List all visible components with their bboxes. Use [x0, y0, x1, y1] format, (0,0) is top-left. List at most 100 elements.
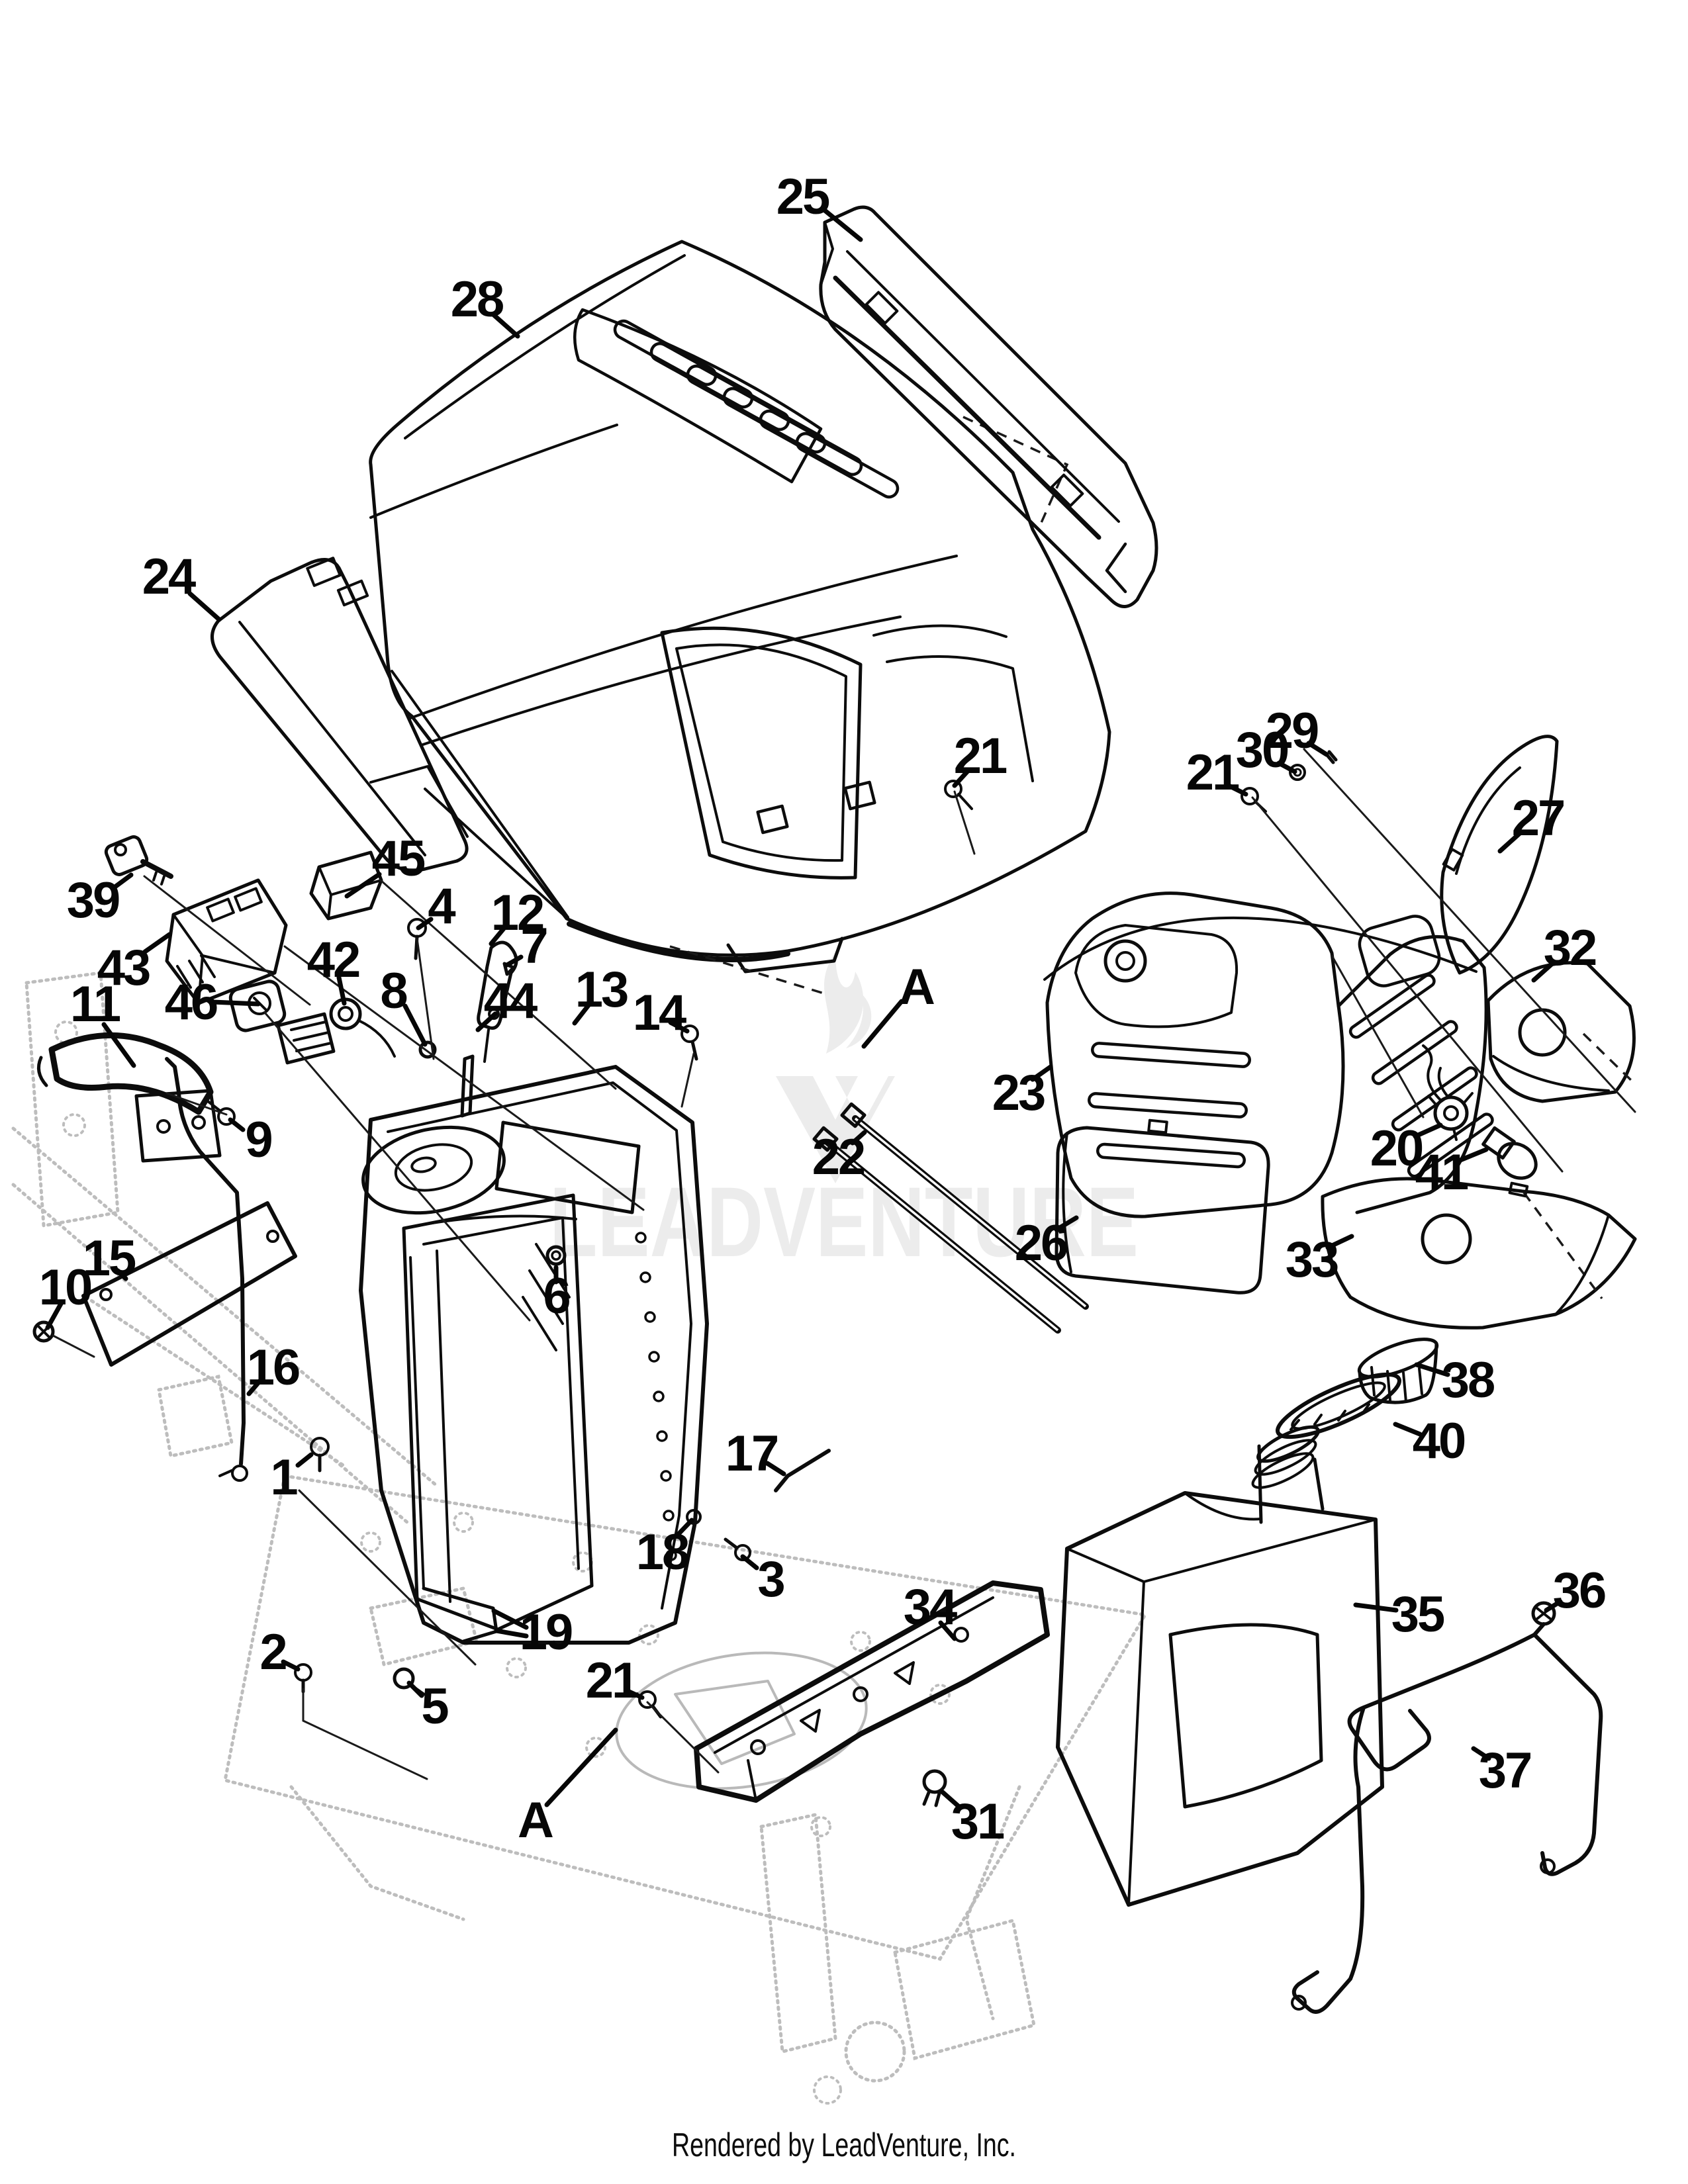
callout-label-4: 4 [428, 878, 455, 934]
headlight-shield-right [1486, 961, 1636, 1103]
wire-form [1291, 1622, 1603, 2014]
watermark-v-icon [776, 1076, 895, 1183]
bulb [1481, 1126, 1538, 1180]
callout-leader-33 [1325, 1234, 1354, 1250]
bulb-socket [1422, 1044, 1474, 1141]
headlight-lens [1055, 1118, 1270, 1295]
fuel-cap [1357, 1338, 1439, 1404]
dash-cap [309, 850, 383, 921]
callout-label-40: 40 [1413, 1413, 1465, 1469]
callout-leader-36 [1544, 1599, 1563, 1613]
callout-label-30: 30 [1236, 722, 1288, 778]
callout-label-26: 26 [1015, 1215, 1067, 1271]
callout-label-21: 21 [1186, 745, 1239, 801]
bolt-1 [310, 1437, 330, 1473]
flame-icon [824, 952, 872, 1054]
callout-leader-8 [402, 1003, 428, 1047]
fuel-cap-ring [1276, 1372, 1401, 1439]
callout-leader-14 [668, 1020, 690, 1034]
throttle-lever [477, 940, 518, 1063]
callout-leader-13 [572, 1003, 591, 1026]
callout-leader-42 [336, 975, 347, 1006]
callout-leader-16 [246, 1377, 263, 1396]
cable-ties [812, 1102, 1089, 1334]
callout-label-42: 42 [307, 932, 359, 988]
callout-leader-43 [142, 932, 172, 954]
callout-label-21: 21 [586, 1653, 639, 1709]
light-shield [1321, 1177, 1637, 1330]
callout-leader-20 [1413, 1122, 1443, 1139]
callout-label-17: 17 [726, 1426, 778, 1482]
callout-leader-38 [1414, 1362, 1450, 1377]
callout-label-19: 19 [520, 1604, 572, 1661]
debris-screen [81, 1201, 297, 1367]
hole-18 [686, 1509, 702, 1525]
callout-leader-24 [187, 591, 222, 622]
callout-leader-A [861, 999, 904, 1049]
latch-screw [207, 1100, 236, 1126]
dash-pedestal [359, 1065, 709, 1645]
callout-label-28: 28 [451, 271, 503, 328]
watermark-text: LEADVENTURE [549, 1166, 1139, 1277]
callout-leader-44 [475, 1011, 498, 1032]
callout-leader-10 [45, 1301, 64, 1330]
callout-label-16: 16 [247, 1340, 299, 1396]
callout-leader-19 [494, 1628, 529, 1639]
callout-label-32: 32 [1544, 920, 1596, 976]
chassis-frame-ghost [11, 971, 1149, 2105]
callout-label-25: 25 [776, 169, 829, 225]
callout-leader-30 [1276, 760, 1297, 774]
callout-label-13: 13 [575, 962, 628, 1018]
callout-leader-17 [765, 1461, 786, 1477]
callout-label-6: 6 [543, 1268, 569, 1324]
strap-17 [774, 1449, 831, 1492]
support-bracket [694, 1580, 1050, 1803]
side-panel-right [1440, 735, 1559, 975]
heat-shield [402, 1193, 594, 1631]
callout-leader-22 [850, 1130, 867, 1146]
hood-side-trim [211, 557, 469, 872]
callout-label-A: A [518, 1792, 553, 1848]
screw-14 [680, 1024, 699, 1061]
callout-label-39: 39 [67, 872, 119, 929]
callout-leader-26 [1054, 1215, 1079, 1232]
hood [369, 240, 1111, 995]
leadventure-watermark: LEADVENTURE [549, 952, 1139, 1277]
callout-label-20: 20 [1370, 1120, 1423, 1177]
callout-leader-31 [940, 1790, 962, 1810]
callout-label-A: A [899, 959, 934, 1015]
callout-leader-21 [624, 1688, 645, 1700]
flange-nut-6 [545, 1245, 567, 1266]
callout-leader-11 [101, 1022, 136, 1068]
callout-leader-34 [938, 1620, 957, 1641]
footer-text: Rendered by LeadVenture, Inc. [672, 2126, 1016, 2163]
callout-label-24: 24 [142, 549, 196, 605]
latch-rod [165, 1057, 248, 1482]
hood-vent-slots [613, 319, 900, 499]
callout-leader-19 [491, 1608, 529, 1630]
callout-label-34: 34 [904, 1579, 957, 1635]
callout-leader-40 [1393, 1422, 1423, 1437]
fuel-tank [1056, 1425, 1384, 1907]
callout-leader-5 [406, 1680, 424, 1698]
hood-screw-21 [944, 780, 973, 810]
nut-8 [418, 1040, 437, 1059]
callout-leader-12 [489, 926, 506, 946]
callout-leader-29 [1306, 741, 1329, 757]
callout-label-29: 29 [1266, 703, 1318, 759]
callout-leader-28 [491, 312, 520, 339]
callout-leader-46 [210, 999, 261, 1007]
callout-label-31: 31 [951, 1794, 1004, 1850]
callout-label-14: 14 [633, 985, 686, 1041]
callout-label-21: 21 [954, 728, 1007, 784]
callout-leader-37 [1471, 1746, 1491, 1761]
callout-label-9: 9 [245, 1112, 271, 1168]
callout-label-1: 1 [270, 1449, 297, 1506]
grille-panel [1043, 891, 1494, 1218]
callout-label-35: 35 [1391, 1586, 1444, 1643]
callout-leader-35 [1353, 1602, 1399, 1613]
interlock-module [165, 878, 288, 1005]
callout-leader-39 [111, 872, 134, 891]
